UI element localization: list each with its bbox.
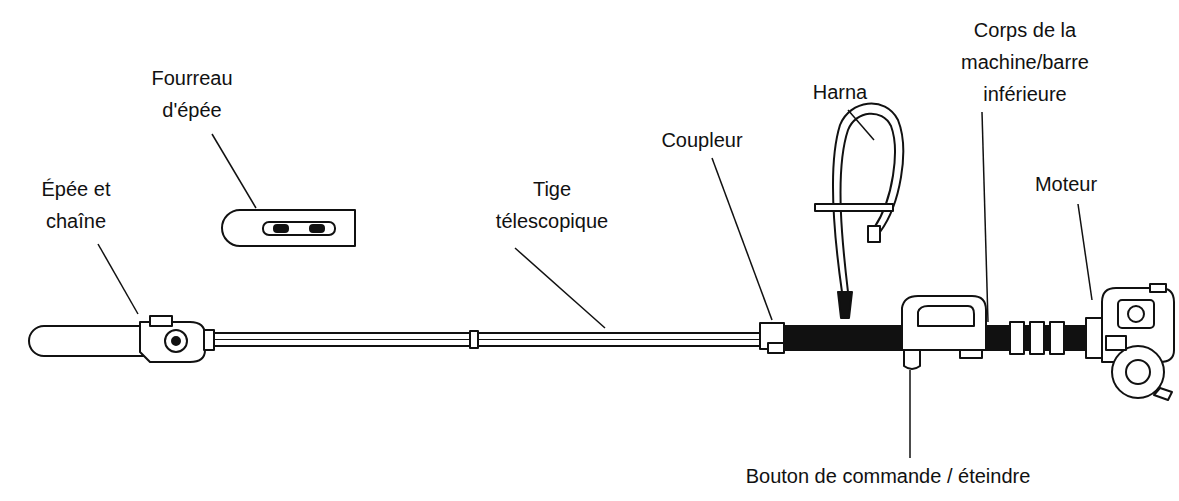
- leader-line: [212, 134, 256, 208]
- handle: [902, 296, 986, 350]
- part-label: Bouton de commande / éteindre: [746, 460, 1031, 492]
- handle-grip: [918, 306, 974, 326]
- part-label: Harna: [813, 76, 867, 108]
- engine-recoil: [1112, 346, 1164, 398]
- leader-line: [712, 158, 772, 320]
- harness-clip: [838, 292, 852, 318]
- sprocket-nut: [172, 337, 180, 345]
- engine-carburetor: [1106, 336, 1126, 350]
- leader-line: [909, 370, 911, 458]
- saw-head: [140, 322, 205, 362]
- guide-bar: [29, 326, 150, 356]
- part-label: Moteur: [1035, 168, 1097, 200]
- sheath: [222, 210, 355, 246]
- pole-joint: [470, 331, 478, 348]
- head-collar: [204, 330, 214, 350]
- coupler: [760, 323, 784, 353]
- pole-line: [214, 339, 762, 340]
- harness: [815, 104, 903, 318]
- engine-top: [1150, 284, 1166, 292]
- oil-cap: [150, 316, 172, 326]
- sheath-slot: [263, 222, 335, 235]
- part-label: Tige télescopique: [486, 173, 618, 237]
- sheath-hole: [274, 225, 288, 232]
- part-label: Corps de la machine/barre inférieure: [950, 14, 1100, 110]
- harness-buckle: [868, 226, 880, 242]
- engine-collar: [1086, 318, 1102, 358]
- leader-line: [515, 248, 605, 328]
- engine-cap: [1128, 306, 1144, 322]
- part-label: Fourreau d'épée: [136, 62, 248, 126]
- leader-line: [98, 244, 138, 314]
- bar-ring: [1050, 322, 1064, 354]
- sheath-hole: [310, 225, 324, 232]
- engine-foot: [1154, 388, 1172, 400]
- part-label: Coupleur: [661, 124, 742, 156]
- telescopic-pole: [214, 331, 762, 348]
- sprocket-cover: [165, 330, 187, 352]
- leader-line: [848, 110, 874, 140]
- bar-ring: [1030, 322, 1044, 354]
- engine-cover: [1118, 300, 1154, 328]
- sheath-outline: [222, 210, 355, 246]
- bar-ring: [1010, 322, 1024, 354]
- engine-recoil-cap: [1126, 360, 1150, 384]
- harness-strap: [833, 104, 903, 292]
- leader-line: [982, 112, 988, 322]
- harness-pad: [815, 204, 893, 211]
- machine-body: [784, 296, 1102, 369]
- harness-strap: [841, 114, 895, 292]
- part-label: Épée et chaîne: [30, 173, 122, 237]
- bar-and-chain: [29, 316, 214, 362]
- pole-tube: [214, 333, 762, 346]
- leader-line: [1078, 204, 1092, 300]
- engine: [1086, 284, 1174, 400]
- handle-foot: [960, 350, 982, 358]
- coupler-knob: [768, 343, 784, 353]
- control-button: [904, 350, 920, 369]
